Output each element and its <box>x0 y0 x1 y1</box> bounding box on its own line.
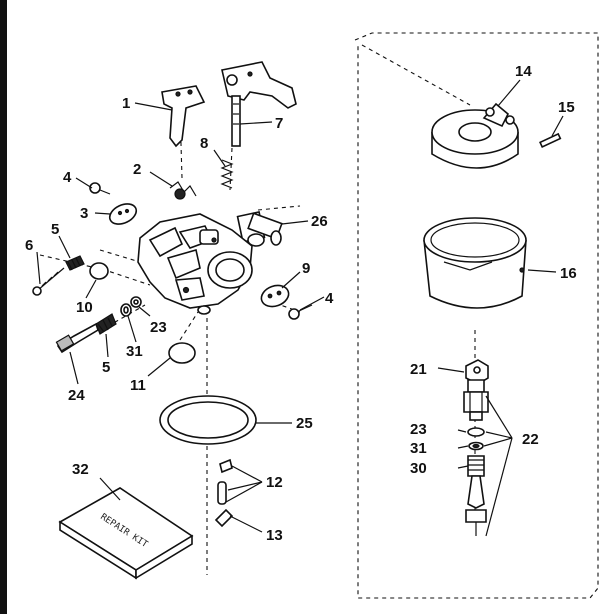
label-1: 1 <box>122 95 130 112</box>
label-14: 14 <box>515 63 532 80</box>
part-11-welch-plug <box>168 342 196 364</box>
label-6: 6 <box>25 237 33 254</box>
label-8: 8 <box>200 135 208 152</box>
label-13: 13 <box>266 527 283 544</box>
label-23-left: 23 <box>150 319 167 336</box>
label-21: 21 <box>410 361 427 378</box>
part-4-screw-lower <box>288 304 313 320</box>
part-7-choke-shaft <box>221 61 297 147</box>
part-23-o-ring <box>130 296 142 308</box>
part-9-choke-plate <box>260 284 290 308</box>
label-9: 9 <box>302 260 310 277</box>
label-24: 24 <box>68 387 85 404</box>
label-16: 16 <box>560 265 577 282</box>
label-10: 10 <box>76 299 93 316</box>
label-3: 3 <box>80 205 88 222</box>
label-23-right: 23 <box>410 421 427 438</box>
part-1-throttle-lever <box>161 85 206 148</box>
part-13-inlet-needle <box>214 508 234 528</box>
label-7: 7 <box>275 115 283 132</box>
part-16-float-bowl <box>423 217 527 309</box>
label-11: 11 <box>130 377 146 394</box>
label-2: 2 <box>133 161 141 178</box>
label-12: 12 <box>266 474 283 491</box>
carburetor-body <box>137 213 253 315</box>
part-2-spring-screw <box>169 181 197 200</box>
label-5-lower: 5 <box>102 359 110 376</box>
part-3-throttle-plate <box>108 203 138 225</box>
part-8-spring <box>220 159 234 189</box>
label-25: 25 <box>296 415 313 432</box>
label-31-right: 31 <box>410 440 427 457</box>
part-21-bowl-nut <box>465 359 489 385</box>
label-31-left: 31 <box>126 343 143 360</box>
part-14-float <box>431 102 519 169</box>
callout-labels: 1 7 8 2 4 3 26 6 5 9 4 10 23 31 5 24 11 … <box>25 63 577 544</box>
label-5-upper: 5 <box>51 221 59 238</box>
label-30: 30 <box>410 460 427 477</box>
label-32: 32 <box>72 461 89 478</box>
leader-lines <box>36 79 564 537</box>
label-4-lower: 4 <box>325 290 334 307</box>
part-31-washer <box>120 303 132 317</box>
part-5-spring-upper <box>65 255 85 271</box>
part-10-welch-plug <box>89 262 109 280</box>
label-26: 26 <box>311 213 328 230</box>
part-12-float-pin <box>217 458 233 505</box>
part-4-screw-upper <box>89 182 111 195</box>
part-26-inlet-fitting <box>236 211 283 247</box>
label-15: 15 <box>558 99 575 116</box>
part-22-main-jet-assembly <box>463 379 489 536</box>
page-edge-bar <box>0 0 7 614</box>
part-15-hinge-pin <box>539 132 562 149</box>
label-4-upper: 4 <box>63 169 72 186</box>
part-32-repair-kit: REPAIR KIT <box>58 487 194 580</box>
label-22: 22 <box>522 431 539 448</box>
part-24-needle-valve <box>55 322 99 354</box>
part-6-idle-screw <box>32 267 65 296</box>
part-25-bowl-gasket <box>159 395 257 445</box>
part-5-spring-lower <box>95 313 117 335</box>
